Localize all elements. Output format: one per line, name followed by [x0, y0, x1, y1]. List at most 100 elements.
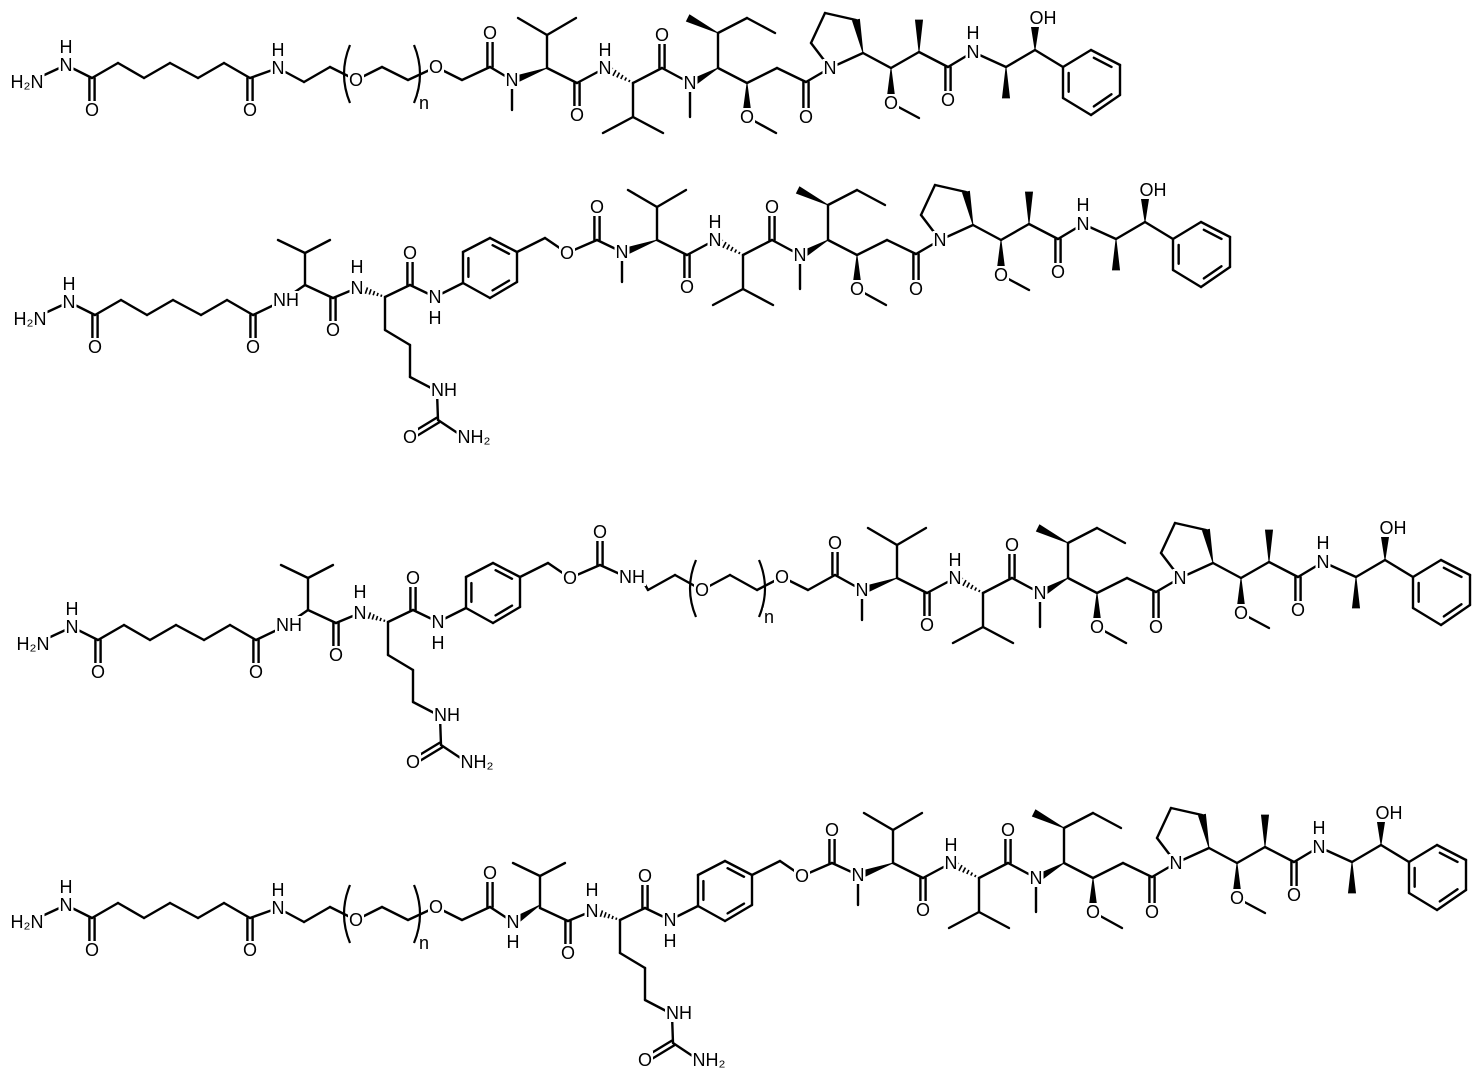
bond [462, 67, 490, 80]
ring-inner-double-bond [1440, 889, 1458, 901]
wedge-bond [1093, 593, 1100, 620]
atom-label-o: O [740, 107, 754, 127]
atom-label-o: O [406, 752, 420, 772]
bond [144, 903, 170, 918]
atom-label-h: H [945, 835, 958, 855]
atom-label-h: H [1317, 533, 1330, 553]
wedge-bond [1002, 67, 1009, 98]
atom-label-o: O [994, 265, 1008, 285]
bond [382, 67, 408, 80]
atom-label-n: N [945, 853, 958, 873]
bond [1093, 813, 1121, 828]
ring-inner-double-bond [1444, 604, 1462, 616]
atom-label-h2n: H₂N [11, 72, 44, 92]
bond [1171, 808, 1202, 815]
atom-label-n: N [1317, 552, 1330, 572]
wedge-bond [1265, 530, 1272, 562]
wedge-bond [1377, 822, 1384, 845]
wedge-bond [997, 240, 1004, 268]
atom-label-n: N [507, 912, 520, 932]
atom-label-o: O [765, 197, 779, 217]
bond [520, 563, 548, 577]
wedge-bond [962, 191, 973, 225]
atom-label-h: H [351, 257, 364, 277]
bond [657, 190, 686, 207]
atom-label-o: O [1287, 885, 1301, 905]
bond [198, 63, 224, 78]
bond [979, 863, 1008, 878]
bond [1127, 578, 1156, 592]
atom-label-n: N [432, 612, 445, 632]
bond [743, 240, 772, 255]
bond [633, 68, 662, 83]
atom-label-nh2: NH₂ [693, 1050, 726, 1070]
bond-layer [40, 13, 1470, 1062]
atom-label-n: N [599, 58, 612, 78]
bond [628, 190, 657, 207]
atom-label-o: O [1230, 888, 1244, 908]
bond [95, 300, 121, 315]
wedge-bond [1032, 810, 1064, 828]
bond [198, 903, 224, 918]
bond [204, 625, 230, 640]
atom-label-h: H [429, 308, 442, 328]
atom-label-o: O [850, 279, 864, 299]
atom-label-h: H [967, 23, 980, 43]
bond [828, 240, 857, 255]
atom-label-nh: NH [666, 1003, 692, 1023]
bond [308, 610, 336, 623]
atom-label-n: N [616, 242, 629, 262]
bond [170, 63, 198, 78]
bond [540, 908, 568, 921]
atom-label-n: N [967, 42, 980, 62]
bond [1352, 845, 1381, 862]
atom-label-o: O [1090, 617, 1104, 637]
ring-bond [698, 861, 725, 875]
bond [385, 285, 410, 297]
bond [513, 863, 540, 876]
ring-bond [1063, 50, 1091, 67]
bond [518, 18, 547, 35]
bond [173, 300, 201, 315]
atom-label-o: O [1086, 902, 1100, 922]
bond [857, 240, 887, 255]
wedge-bond [1025, 192, 1032, 224]
bond [118, 63, 144, 78]
atom-label-h2n: H₂N [17, 634, 50, 654]
atom-label-o: O [429, 897, 443, 917]
bond [979, 912, 1009, 928]
bond [897, 528, 926, 545]
atom-label-n: N [1174, 568, 1187, 588]
atom-label-n: N [709, 230, 722, 250]
atom-label-o: O [91, 662, 105, 682]
bond [825, 13, 856, 20]
ring-bond [463, 283, 490, 298]
atom-label-o: O [920, 615, 934, 635]
atom-label-oh: OH [1140, 180, 1167, 200]
bond [462, 907, 490, 920]
bond [1035, 50, 1063, 67]
wedge-bond [1112, 239, 1119, 270]
atom-label-n: N [60, 895, 73, 915]
bond [201, 300, 227, 315]
bond [919, 52, 948, 67]
bond [118, 903, 144, 918]
atom-label-n: N [794, 245, 807, 265]
benzene-ring [1173, 222, 1230, 287]
atom-label-o: O [570, 105, 584, 125]
benzene-ring [463, 238, 517, 298]
atom-label-nh: NH [273, 290, 299, 310]
atom-label-h2n: H₂N [14, 309, 47, 329]
bond [304, 907, 330, 922]
atom-label-o: O [638, 1050, 652, 1070]
bond [1006, 50, 1035, 67]
atom-label-o: O [655, 25, 669, 45]
bond [385, 330, 410, 345]
bond [281, 565, 308, 578]
bond [1064, 813, 1093, 828]
bond [983, 627, 1013, 643]
bond [747, 18, 775, 33]
ring-bond [463, 238, 490, 252]
atom-label-h: H [63, 274, 76, 294]
